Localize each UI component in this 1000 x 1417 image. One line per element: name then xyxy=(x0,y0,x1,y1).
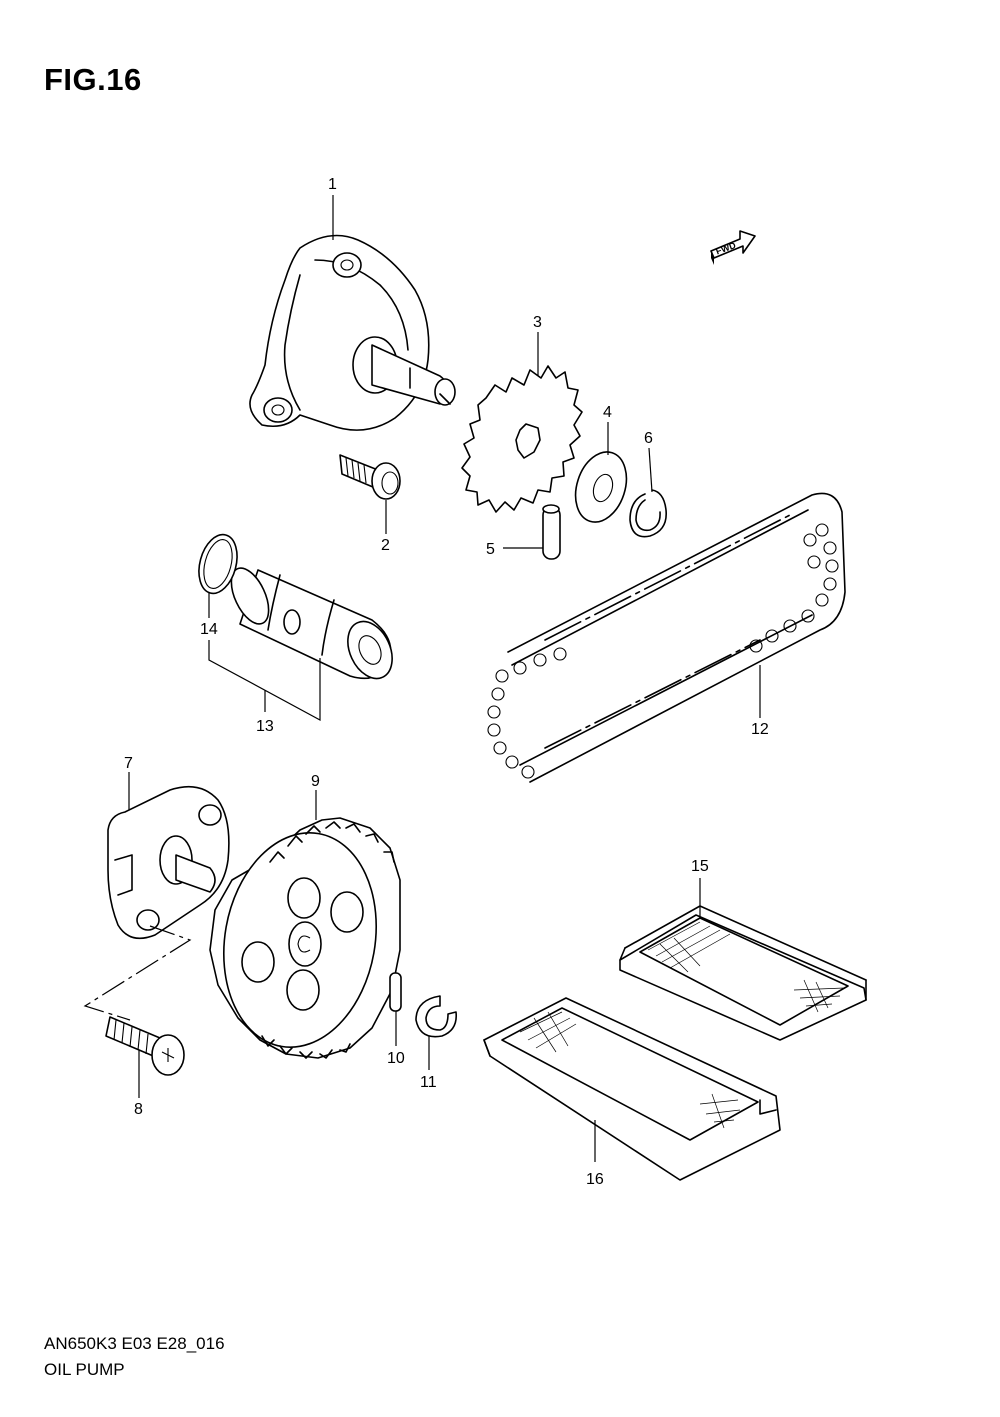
callout-6: 6 xyxy=(644,430,653,447)
callout-4: 4 xyxy=(603,404,612,421)
footer-drawing-code: AN650K3 E03 E28_016 xyxy=(44,1334,225,1353)
callout-13: 13 xyxy=(256,718,274,735)
callout-11: 11 xyxy=(420,1074,437,1091)
relief-valve-part-13 xyxy=(230,567,393,680)
callout-10: 10 xyxy=(387,1050,405,1067)
callout-16: 16 xyxy=(586,1171,604,1188)
sprocket-part-3 xyxy=(461,365,583,513)
fwd-label: FWD xyxy=(714,240,737,257)
callout-3: 3 xyxy=(533,314,542,331)
callout-8: 8 xyxy=(134,1101,143,1118)
screw-part-8 xyxy=(83,925,192,1098)
pin-part-5 xyxy=(503,504,561,560)
chain-part-12 xyxy=(487,492,846,783)
oil-pump-body xyxy=(249,234,456,431)
e-clip-part-11 xyxy=(415,995,458,1070)
callout-1: 1 xyxy=(328,176,337,193)
fwd-arrow-icon: FWD xyxy=(710,230,756,265)
callout-5: 5 xyxy=(486,541,495,558)
callout-12: 12 xyxy=(751,721,769,738)
callout-15: 15 xyxy=(691,858,709,875)
o-ring-part-14 xyxy=(198,533,238,595)
gear-part-9 xyxy=(209,790,401,1059)
pump-cover-part-7 xyxy=(107,772,230,940)
footer-section-name: OIL PUMP xyxy=(44,1360,125,1379)
washer-part-4 xyxy=(574,422,628,523)
callout-7: 7 xyxy=(124,755,133,772)
callout-9: 9 xyxy=(311,773,320,790)
figure-title: FIG.16 xyxy=(44,62,142,97)
callout-2: 2 xyxy=(381,537,390,554)
gasket-part-16 xyxy=(483,997,781,1181)
callout-14: 14 xyxy=(200,621,218,638)
bolt-part-2 xyxy=(339,454,401,534)
dowel-part-10 xyxy=(389,972,402,1046)
circlip-part-6 xyxy=(629,447,667,538)
strainer-part-15 xyxy=(619,878,867,1041)
callout-numbers: 1 2 3 4 5 6 7 8 9 10 11 12 13 14 15 16 xyxy=(124,176,769,1188)
